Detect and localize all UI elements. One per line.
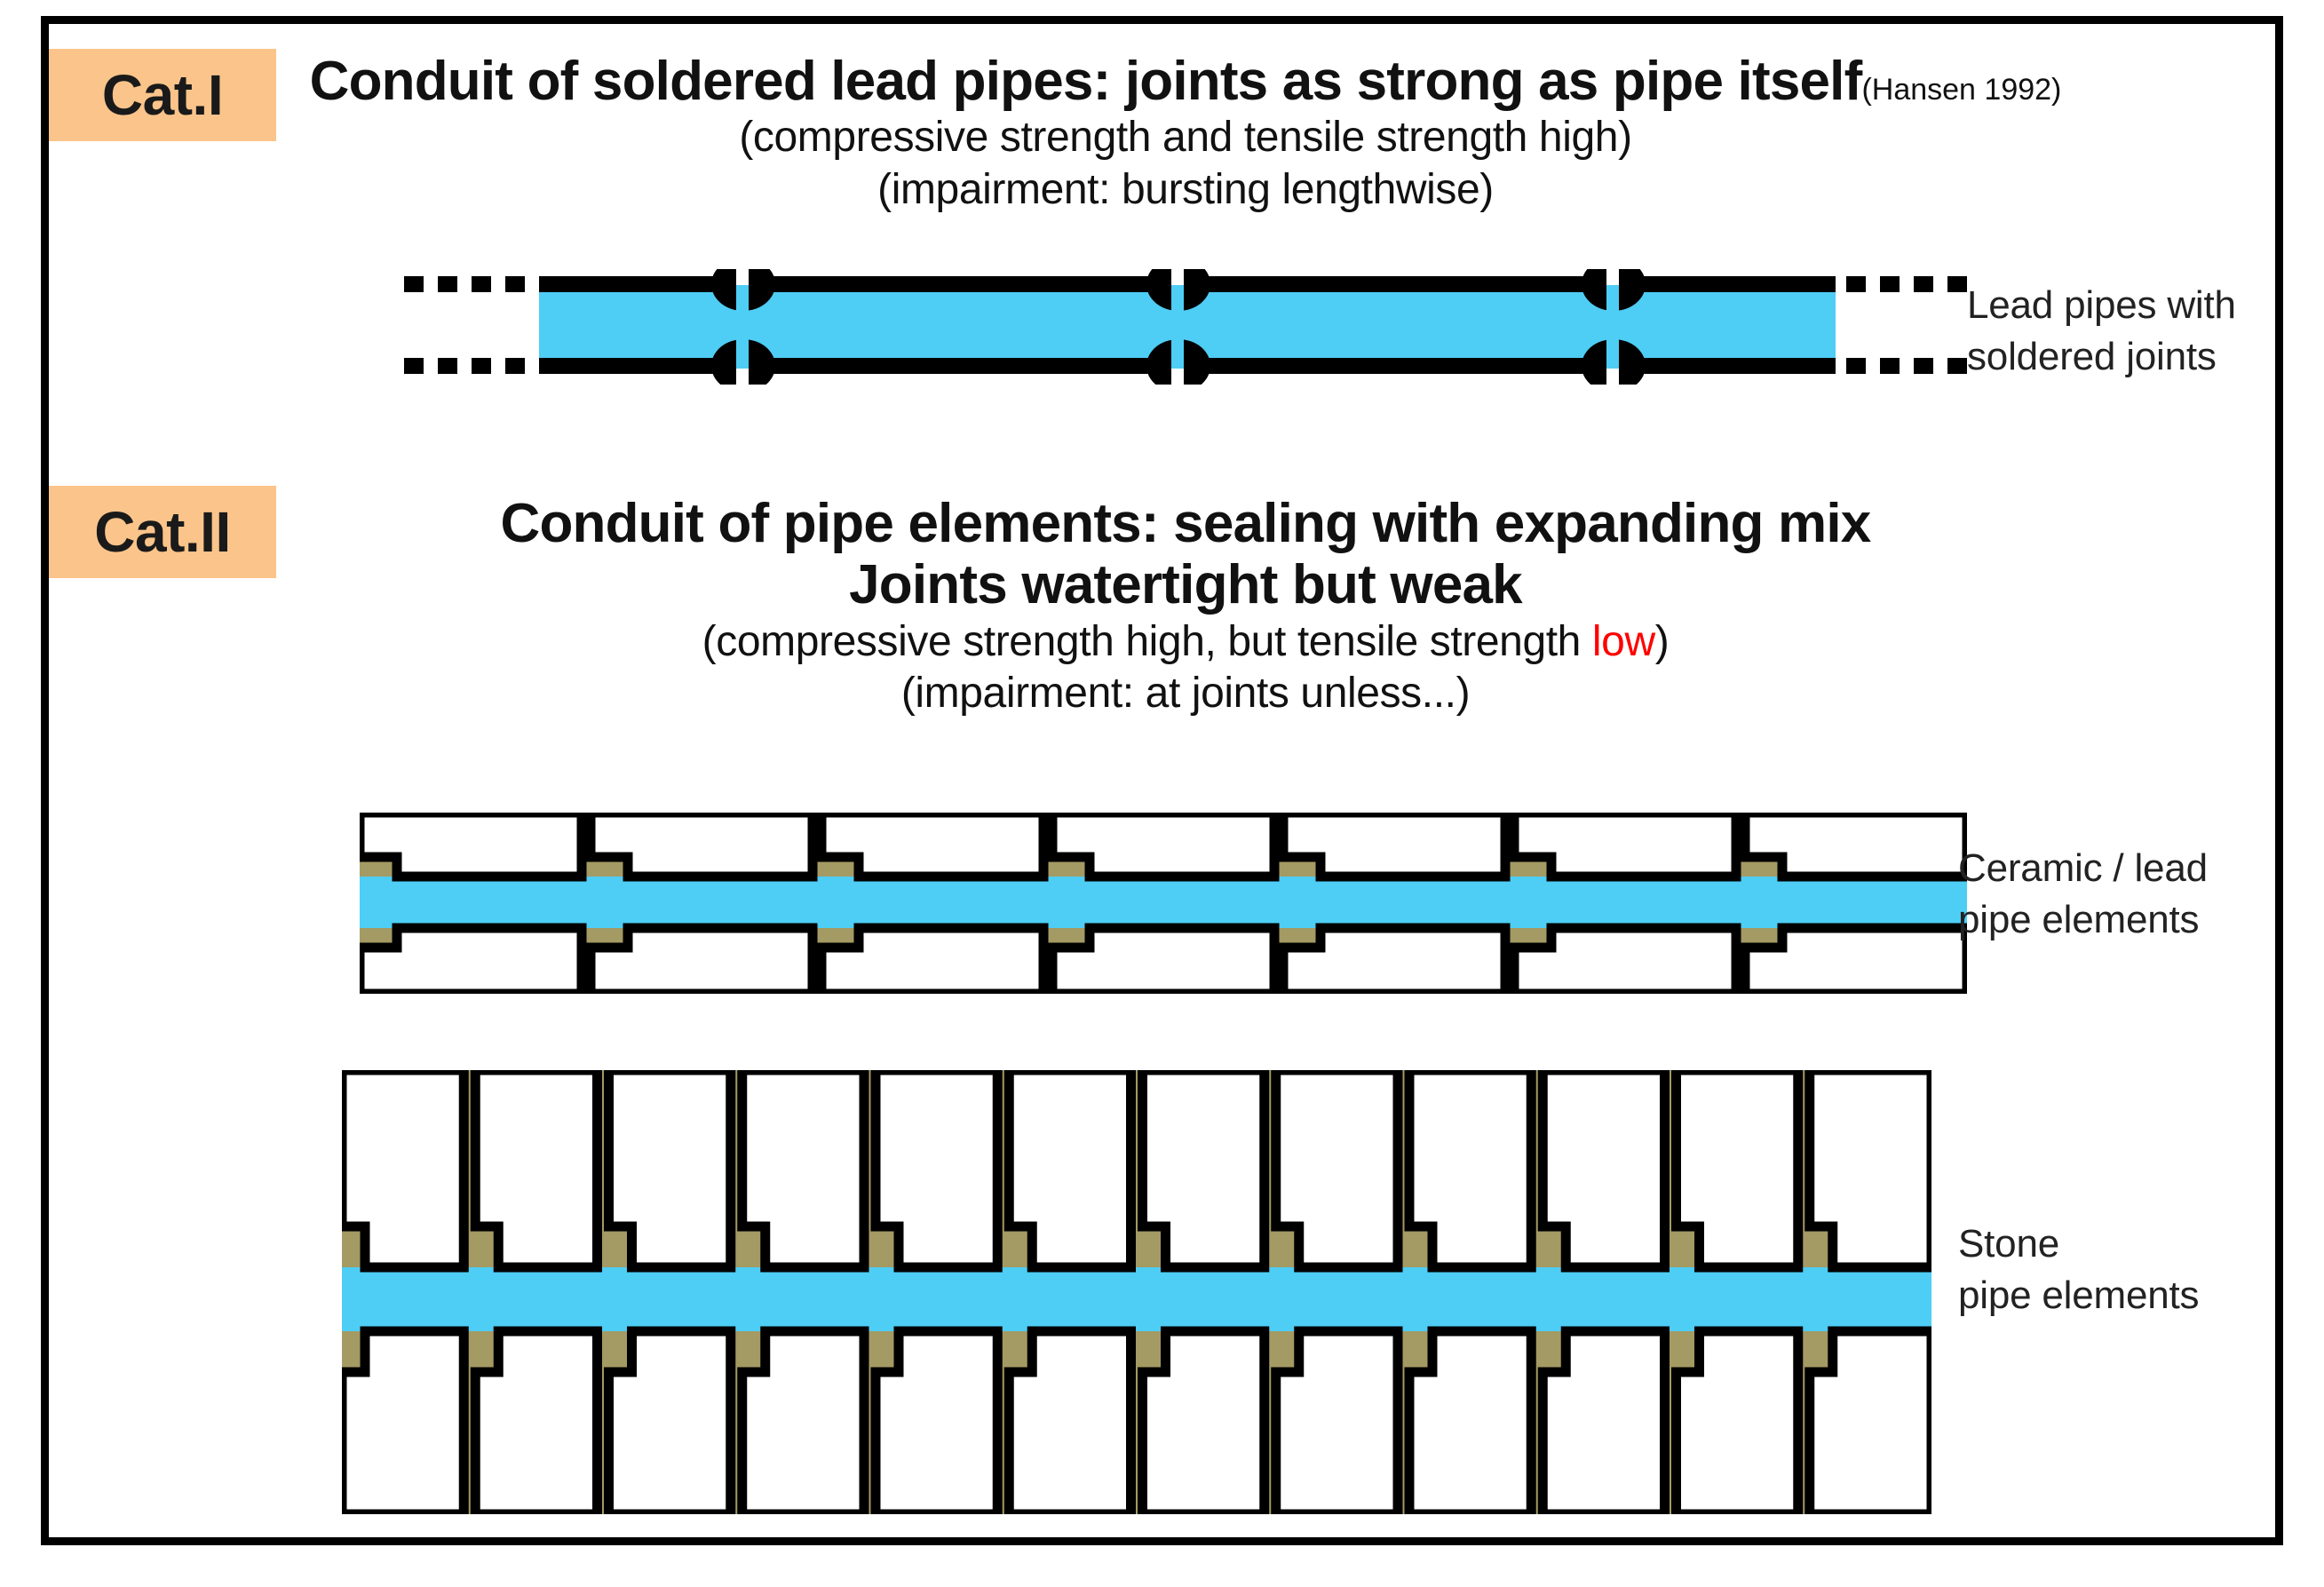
ceramic-pipe-label-line-1: Ceramic / lead (1958, 846, 2208, 890)
ceramic-pipe-diagram (354, 807, 1972, 999)
ceramic-element-top (354, 807, 587, 882)
lead-pipe-label-line-2: soldered joints (1967, 335, 2217, 379)
stone-element-top (470, 1065, 602, 1273)
stone-element-top (1671, 1065, 1804, 1273)
pipe-continuation-right (1846, 276, 1967, 374)
category-1-title: Conduit of soldered lead pipes: joints a… (309, 51, 1863, 112)
ceramic-element-bottom (354, 923, 587, 999)
stone-element-top (1003, 1065, 1136, 1273)
stone-element-top (1404, 1065, 1536, 1273)
stone-element-top (1804, 1065, 1937, 1273)
stone-element-bottom (1271, 1326, 1403, 1520)
ceramic-element-top (1740, 807, 1972, 882)
stone-pipe-diagram (337, 1065, 1937, 1520)
category-2-subline-2: (impairment: at joints unless...) (900, 670, 1471, 718)
ceramic-pipe-svg (354, 807, 1972, 999)
stone-element-bottom (1003, 1326, 1136, 1520)
soldered-joint (1146, 258, 1210, 393)
stone-element-bottom (1138, 1326, 1270, 1520)
stone-pipe-label: Stone pipe elements (1958, 1218, 2200, 1321)
stone-element-top (737, 1065, 869, 1273)
ceramic-element-bottom (1047, 923, 1280, 999)
stone-pipe-label-line-1: Stone (1958, 1222, 2059, 1266)
stone-element-top (337, 1065, 469, 1273)
lead-pipe-diagram (404, 258, 1967, 393)
stone-element-bottom (737, 1326, 869, 1520)
category-badge-1: Cat.I (49, 49, 276, 141)
subline-accent: low (1591, 617, 1655, 665)
stone-element-bottom (604, 1326, 736, 1520)
ceramic-pipe-label-line-2: pipe elements (1958, 898, 2200, 942)
stone-element-bottom (1671, 1326, 1804, 1520)
category-badge-2: Cat.II (49, 486, 276, 578)
ceramic-element-bottom (1509, 923, 1741, 999)
stone-element-group (337, 1065, 1937, 1520)
water-channel (342, 1267, 1931, 1331)
soldered-joint (711, 258, 775, 393)
category-2-heading: Conduit of pipe elements: sealing with e… (271, 493, 2100, 720)
ceramic-element-top (585, 807, 818, 882)
stone-element-top (1138, 1065, 1270, 1273)
category-2-title-line-1: Conduit of pipe elements: sealing with e… (500, 493, 1871, 554)
subline-suffix: ) (1654, 617, 1670, 665)
stone-element-bottom (337, 1326, 469, 1520)
ceramic-element-bottom (585, 923, 818, 999)
category-1-subline-2: (impairment: bursting lengthwise) (877, 165, 1494, 213)
ceramic-pipe-label: Ceramic / lead pipe elements (1958, 843, 2208, 946)
stone-element-top (1537, 1065, 1670, 1273)
category-2-subline-1: (compressive strength high, but tensile … (271, 616, 2100, 669)
category-1-citation: (Hansen 1992) (1861, 73, 2062, 107)
stone-element-bottom (470, 1326, 602, 1520)
water-channel (360, 877, 1967, 928)
stone-element-bottom (1537, 1326, 1670, 1520)
stone-element-bottom (870, 1326, 1003, 1520)
ceramic-element-top (1509, 807, 1741, 882)
figure-frame: Cat.I Conduit of soldered lead pipes: jo… (41, 16, 2283, 1545)
stone-element-bottom (1804, 1326, 1937, 1520)
category-1-subline-1: (compressive strength and tensile streng… (739, 114, 1632, 162)
ceramic-element-top (1278, 807, 1511, 882)
category-2-title-line-2: Joints watertight but weak (849, 554, 1523, 616)
ceramic-element-bottom (816, 923, 1049, 999)
stone-element-top (870, 1065, 1003, 1273)
category-1-heading: Conduit of soldered lead pipes: joints a… (271, 51, 2100, 217)
ceramic-element-top (1047, 807, 1280, 882)
ceramic-element-bottom (1740, 923, 1972, 999)
lead-pipe-label-line-1: Lead pipes with (1967, 283, 2236, 327)
category-1-title-line: Conduit of soldered lead pipes: joints a… (271, 51, 2100, 112)
stone-element-top (1271, 1065, 1403, 1273)
pipe-continuation-left (404, 276, 525, 374)
ceramic-element-top (816, 807, 1049, 882)
stone-element-bottom (1404, 1326, 1536, 1520)
subline-prefix: (compressive strength high, but tensile … (702, 617, 1592, 665)
soldered-joint (1582, 258, 1646, 393)
stone-pipe-label-line-2: pipe elements (1958, 1274, 2200, 1318)
stone-pipe-svg (337, 1065, 1937, 1520)
stone-element-top (604, 1065, 736, 1273)
lead-pipe-svg (404, 258, 1967, 393)
ceramic-element-bottom (1278, 923, 1511, 999)
lead-pipe-label: Lead pipes with soldered joints (1967, 280, 2236, 383)
